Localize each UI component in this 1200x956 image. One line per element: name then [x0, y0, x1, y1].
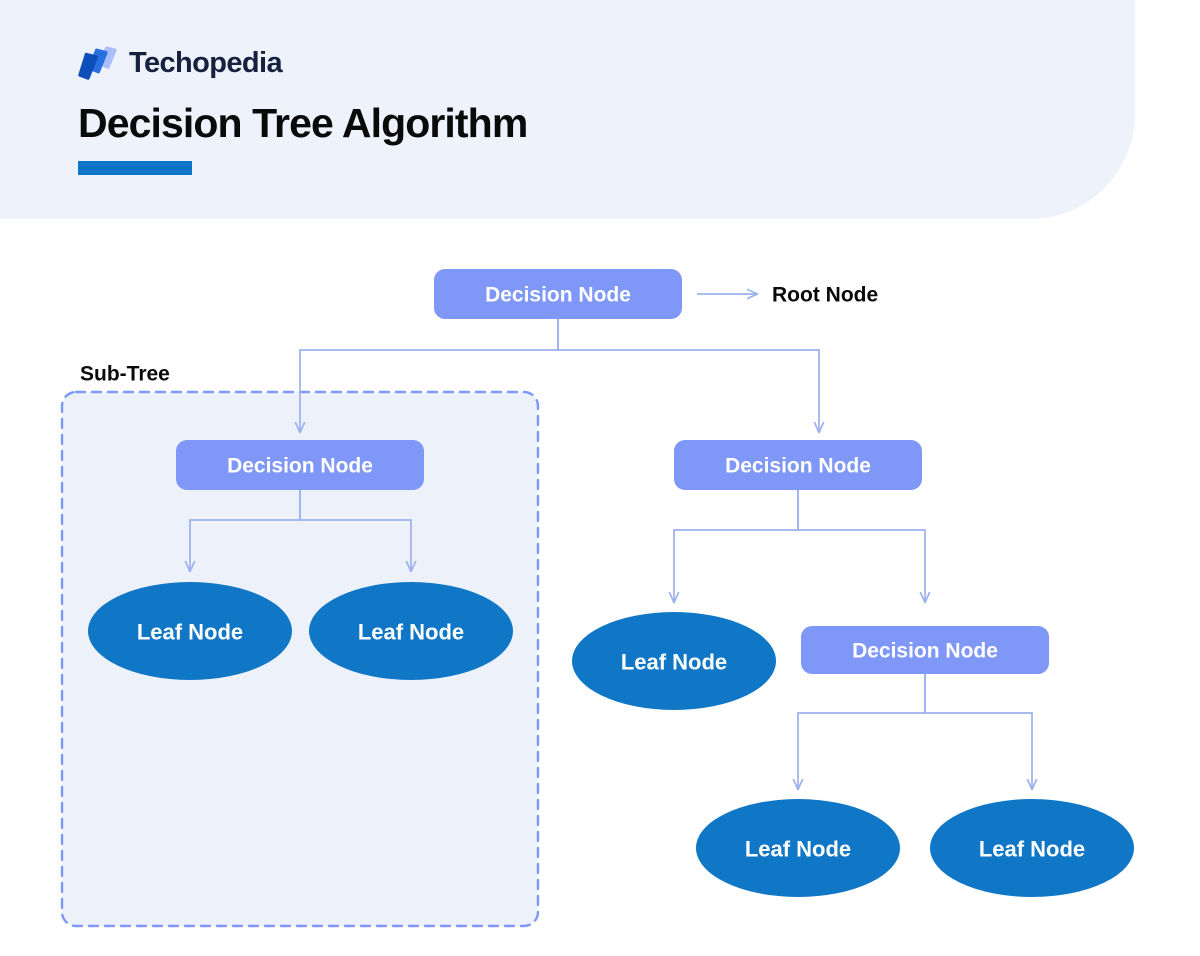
edge-inner-decision-to-leaf2 — [924, 673, 1032, 789]
inner-leaf-node-1-label: Leaf Node — [745, 837, 851, 862]
inner-decision-node-box — [801, 626, 1049, 674]
root-decision-node-box — [434, 269, 682, 319]
brand-logo: Techopedia — [78, 44, 283, 82]
connector-group — [190, 318, 1032, 789]
page-title: Decision Tree Algorithm — [78, 100, 528, 146]
left-leaf-node-2-label: Leaf Node — [358, 620, 464, 645]
inner-leaf-node-1[interactable]: Leaf Node — [696, 799, 900, 897]
inner-leaf-node-2-ellipse — [930, 799, 1134, 897]
right-decision-node-box — [674, 440, 922, 490]
left-leaf-node-1[interactable]: Leaf Node — [88, 582, 292, 680]
inner-decision-node-label: Decision Node — [852, 640, 998, 663]
subtree-label: Sub-Tree — [80, 363, 170, 386]
brand-name: Techopedia — [129, 46, 283, 79]
inner-decision-node[interactable]: Decision Node — [801, 626, 1049, 674]
left-decision-node-label: Decision Node — [227, 455, 373, 478]
inner-leaf-node-1-ellipse — [696, 799, 900, 897]
title-underline-rule — [78, 161, 192, 175]
root-decision-node-label: Decision Node — [485, 284, 631, 307]
techopedia-layers-logo-icon — [78, 46, 117, 80]
decision-tree-diagram: Sub-Tree Root Node Decision Node Decisio… — [60, 269, 1134, 928]
right-leaf-node-1-ellipse — [572, 612, 776, 710]
edge-right-decision-to-leaf — [674, 489, 799, 602]
left-leaf-node-2-ellipse — [309, 582, 513, 680]
left-leaf-node-2[interactable]: Leaf Node — [309, 582, 513, 680]
right-decision-node[interactable]: Decision Node — [674, 440, 922, 490]
root-decision-node[interactable]: Decision Node — [434, 269, 682, 319]
inner-leaf-node-2[interactable]: Leaf Node — [930, 799, 1134, 897]
right-leaf-node-1[interactable]: Leaf Node — [572, 612, 776, 710]
left-decision-node-box — [176, 440, 424, 490]
right-decision-node-label: Decision Node — [725, 455, 871, 478]
edge-left-decision-to-leaf2 — [299, 489, 411, 571]
left-decision-node[interactable]: Decision Node — [176, 440, 424, 490]
left-leaf-node-1-ellipse — [88, 582, 292, 680]
inner-leaf-node-2-label: Leaf Node — [979, 837, 1085, 862]
edge-root-to-right-decision — [557, 318, 819, 432]
root-node-callout-label: Root Node — [772, 284, 878, 307]
edge-inner-decision-to-leaf1 — [798, 673, 926, 789]
header-band: Techopedia Decision Tree Algorithm — [0, 0, 1135, 219]
left-leaf-node-1-label: Leaf Node — [137, 620, 243, 645]
right-leaf-node-1-label: Leaf Node — [621, 650, 727, 675]
edge-right-decision-to-inner-decision — [797, 489, 925, 602]
